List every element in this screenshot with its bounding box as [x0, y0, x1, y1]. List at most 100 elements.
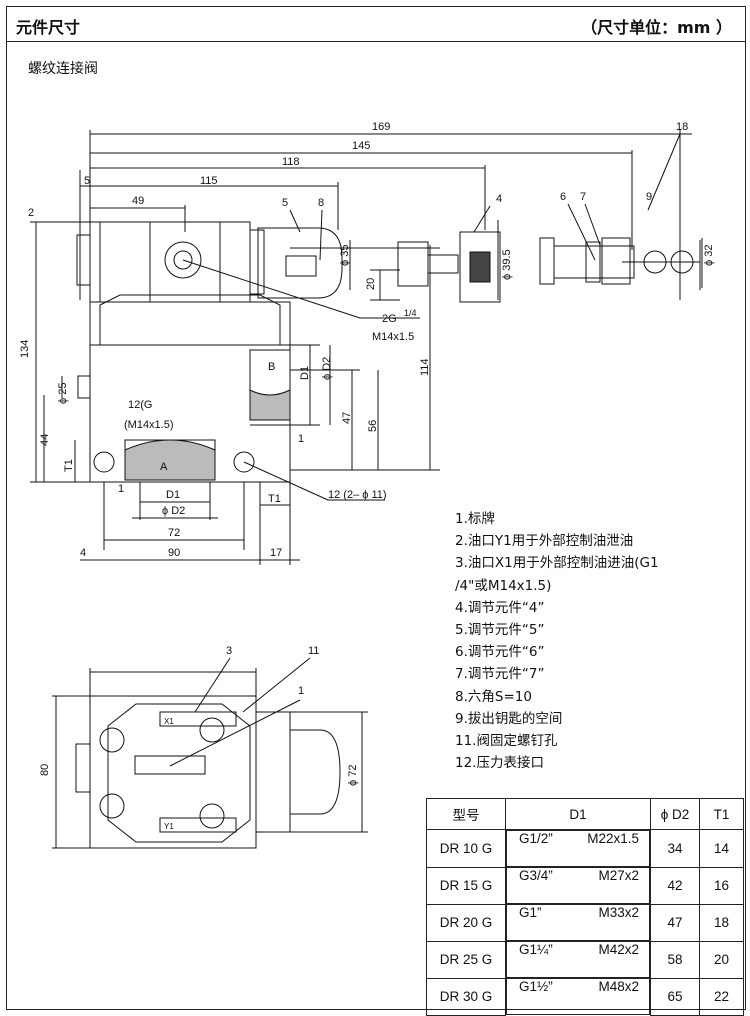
dim-80: 80 [39, 764, 51, 776]
callout-7: 7 [580, 191, 586, 203]
cell-d1: G3/4” M27x2 [506, 867, 650, 904]
dim-phi32: ϕ 32 [703, 245, 715, 266]
table-row: DR 20 G G1” M33x2 47 18 [426, 903, 744, 942]
dim-47: 47 [341, 412, 353, 424]
cell-model: DR 10 G [426, 829, 506, 868]
header-d2: ϕ D2 [650, 798, 700, 830]
dim-phi35: ϕ 35 [339, 245, 351, 266]
header-d1: D1 [505, 798, 651, 830]
cell-d2: 47 [650, 903, 700, 942]
legend-item: 5.调节元件“5” [455, 622, 545, 639]
legend-item: 11.阀固定螺钉孔 [455, 733, 558, 750]
dim-49: 49 [132, 195, 144, 207]
dim-phi39-5: ϕ 39.5 [501, 249, 513, 280]
dim-56: 56 [367, 420, 379, 432]
unit-note: （尺寸单位：mm ） [581, 18, 732, 37]
table-row: DR 10 G G1/2”M22x1.5 34 14 [426, 829, 744, 868]
cell-d1-g: G3/4” [519, 868, 553, 883]
callout-9: 9 [646, 191, 652, 203]
cell-d1: G1/2”M22x1.5 [506, 830, 650, 867]
callout-6: 6 [560, 191, 566, 203]
fraction-quarter: 1/4 [404, 308, 417, 318]
cell-d1-m: M27x2 [598, 868, 639, 883]
cell-model: DR 25 G [426, 940, 506, 979]
legend-item: 8.六角S=10 [455, 688, 532, 705]
header-t1: T1 [699, 798, 744, 830]
legend-item: /4"或M14x1.5) [455, 577, 552, 594]
label-m14: M14x1.5 [372, 331, 414, 343]
callout-12: 12 (2– ϕ 11) [328, 489, 387, 501]
port-b: B [268, 361, 275, 373]
callout-1: 1 [298, 685, 304, 697]
dim-phid2-vertical: ϕ D2 [321, 357, 333, 380]
port-x1: X1 [164, 717, 174, 726]
cell-d2: 58 [650, 940, 700, 979]
dim-72: 72 [168, 527, 180, 539]
dim-145: 145 [352, 140, 370, 152]
dim-phi72: ϕ 72 [347, 765, 359, 786]
page-title: 元件尺寸 [16, 18, 81, 37]
dim-1-left: 1 [118, 483, 124, 495]
legend-item: 9.拔出钥匙的空间 [455, 710, 563, 727]
cell-model: DR 30 G [426, 977, 506, 1016]
table-header-row: 型号 D1 ϕ D2 T1 [426, 798, 744, 830]
dim-4: 4 [80, 547, 86, 559]
table-row: DR 15 G G3/4” M27x2 42 16 [426, 866, 744, 905]
table-row: DR 30 G G1½” M48x2 65 22 [426, 977, 744, 1016]
cell-d2: 34 [650, 829, 700, 868]
dim-5: 5 [84, 175, 90, 187]
cell-d1-m: M42x2 [598, 942, 639, 957]
dim-t1-vertical: T1 [63, 459, 75, 472]
cell-d1-g: G1” [519, 905, 542, 920]
dim-134: 134 [19, 340, 31, 358]
port-a: A [160, 461, 168, 473]
cell-d1-m: M48x2 [598, 979, 639, 994]
dim-17: 17 [270, 547, 282, 559]
callout-11: 11 [308, 645, 319, 657]
legend-item: 12.压力表接口 [455, 755, 544, 772]
cell-d1-g: G1/2” [519, 831, 553, 846]
cell-d2: 42 [650, 866, 700, 905]
callout-3: 3 [226, 645, 232, 657]
cell-t1: 22 [699, 977, 744, 1016]
cell-d1: G1½” M48x2 [506, 978, 650, 1015]
page-frame [6, 6, 746, 1010]
cell-t1: 14 [699, 829, 744, 868]
label-2g: 2G [382, 313, 397, 325]
dim-169: 169 [372, 121, 390, 133]
dim-18: 18 [676, 121, 688, 133]
dim-2: 2 [28, 207, 34, 219]
dim-44: 44 [39, 434, 51, 446]
label-g12: 12(G [128, 399, 152, 411]
header-model: 型号 [426, 798, 506, 830]
dim-118: 118 [282, 156, 300, 168]
callout-5: 5 [282, 197, 288, 209]
legend-list: 1.标牌 2.油口Y1用于外部控制油泄油 3.油口X1用于外部控制油进油(G1 … [455, 508, 659, 774]
dim-114: 114 [419, 358, 431, 376]
cell-d2: 65 [650, 977, 700, 1016]
cell-model: DR 15 G [426, 866, 506, 905]
legend-item: 3.油口X1用于外部控制油进油(G1 [455, 555, 659, 572]
dim-t1: T1 [268, 493, 281, 505]
callout-8: 8 [318, 197, 324, 209]
section-subtitle: 螺纹连接阀 [28, 61, 98, 77]
cell-t1: 16 [699, 866, 744, 905]
dim-20: 20 [365, 278, 377, 290]
port-y1: Y1 [164, 822, 174, 831]
header-bar: 元件尺寸 （尺寸单位：mm ） [6, 6, 746, 42]
cell-d1: G1” M33x2 [506, 904, 650, 941]
legend-item: 2.油口Y1用于外部控制油泄油 [455, 533, 634, 550]
cell-t1: 18 [699, 903, 744, 942]
dim-90: 90 [168, 547, 180, 559]
cell-d1-g: G1½” [519, 979, 553, 994]
dim-115: 115 [200, 175, 218, 187]
cell-d1-m: M33x2 [598, 905, 639, 920]
dim-phid2: ϕ D2 [162, 505, 185, 517]
cell-d1: G1¼” M42x2 [506, 941, 650, 978]
label-m14-b: (M14x1.5) [124, 419, 174, 431]
callout-4: 4 [496, 193, 502, 205]
legend-item: 7.调节元件“7” [455, 666, 545, 683]
cell-d1-g: G1¼” [519, 942, 553, 957]
cell-model: DR 20 G [426, 903, 506, 942]
